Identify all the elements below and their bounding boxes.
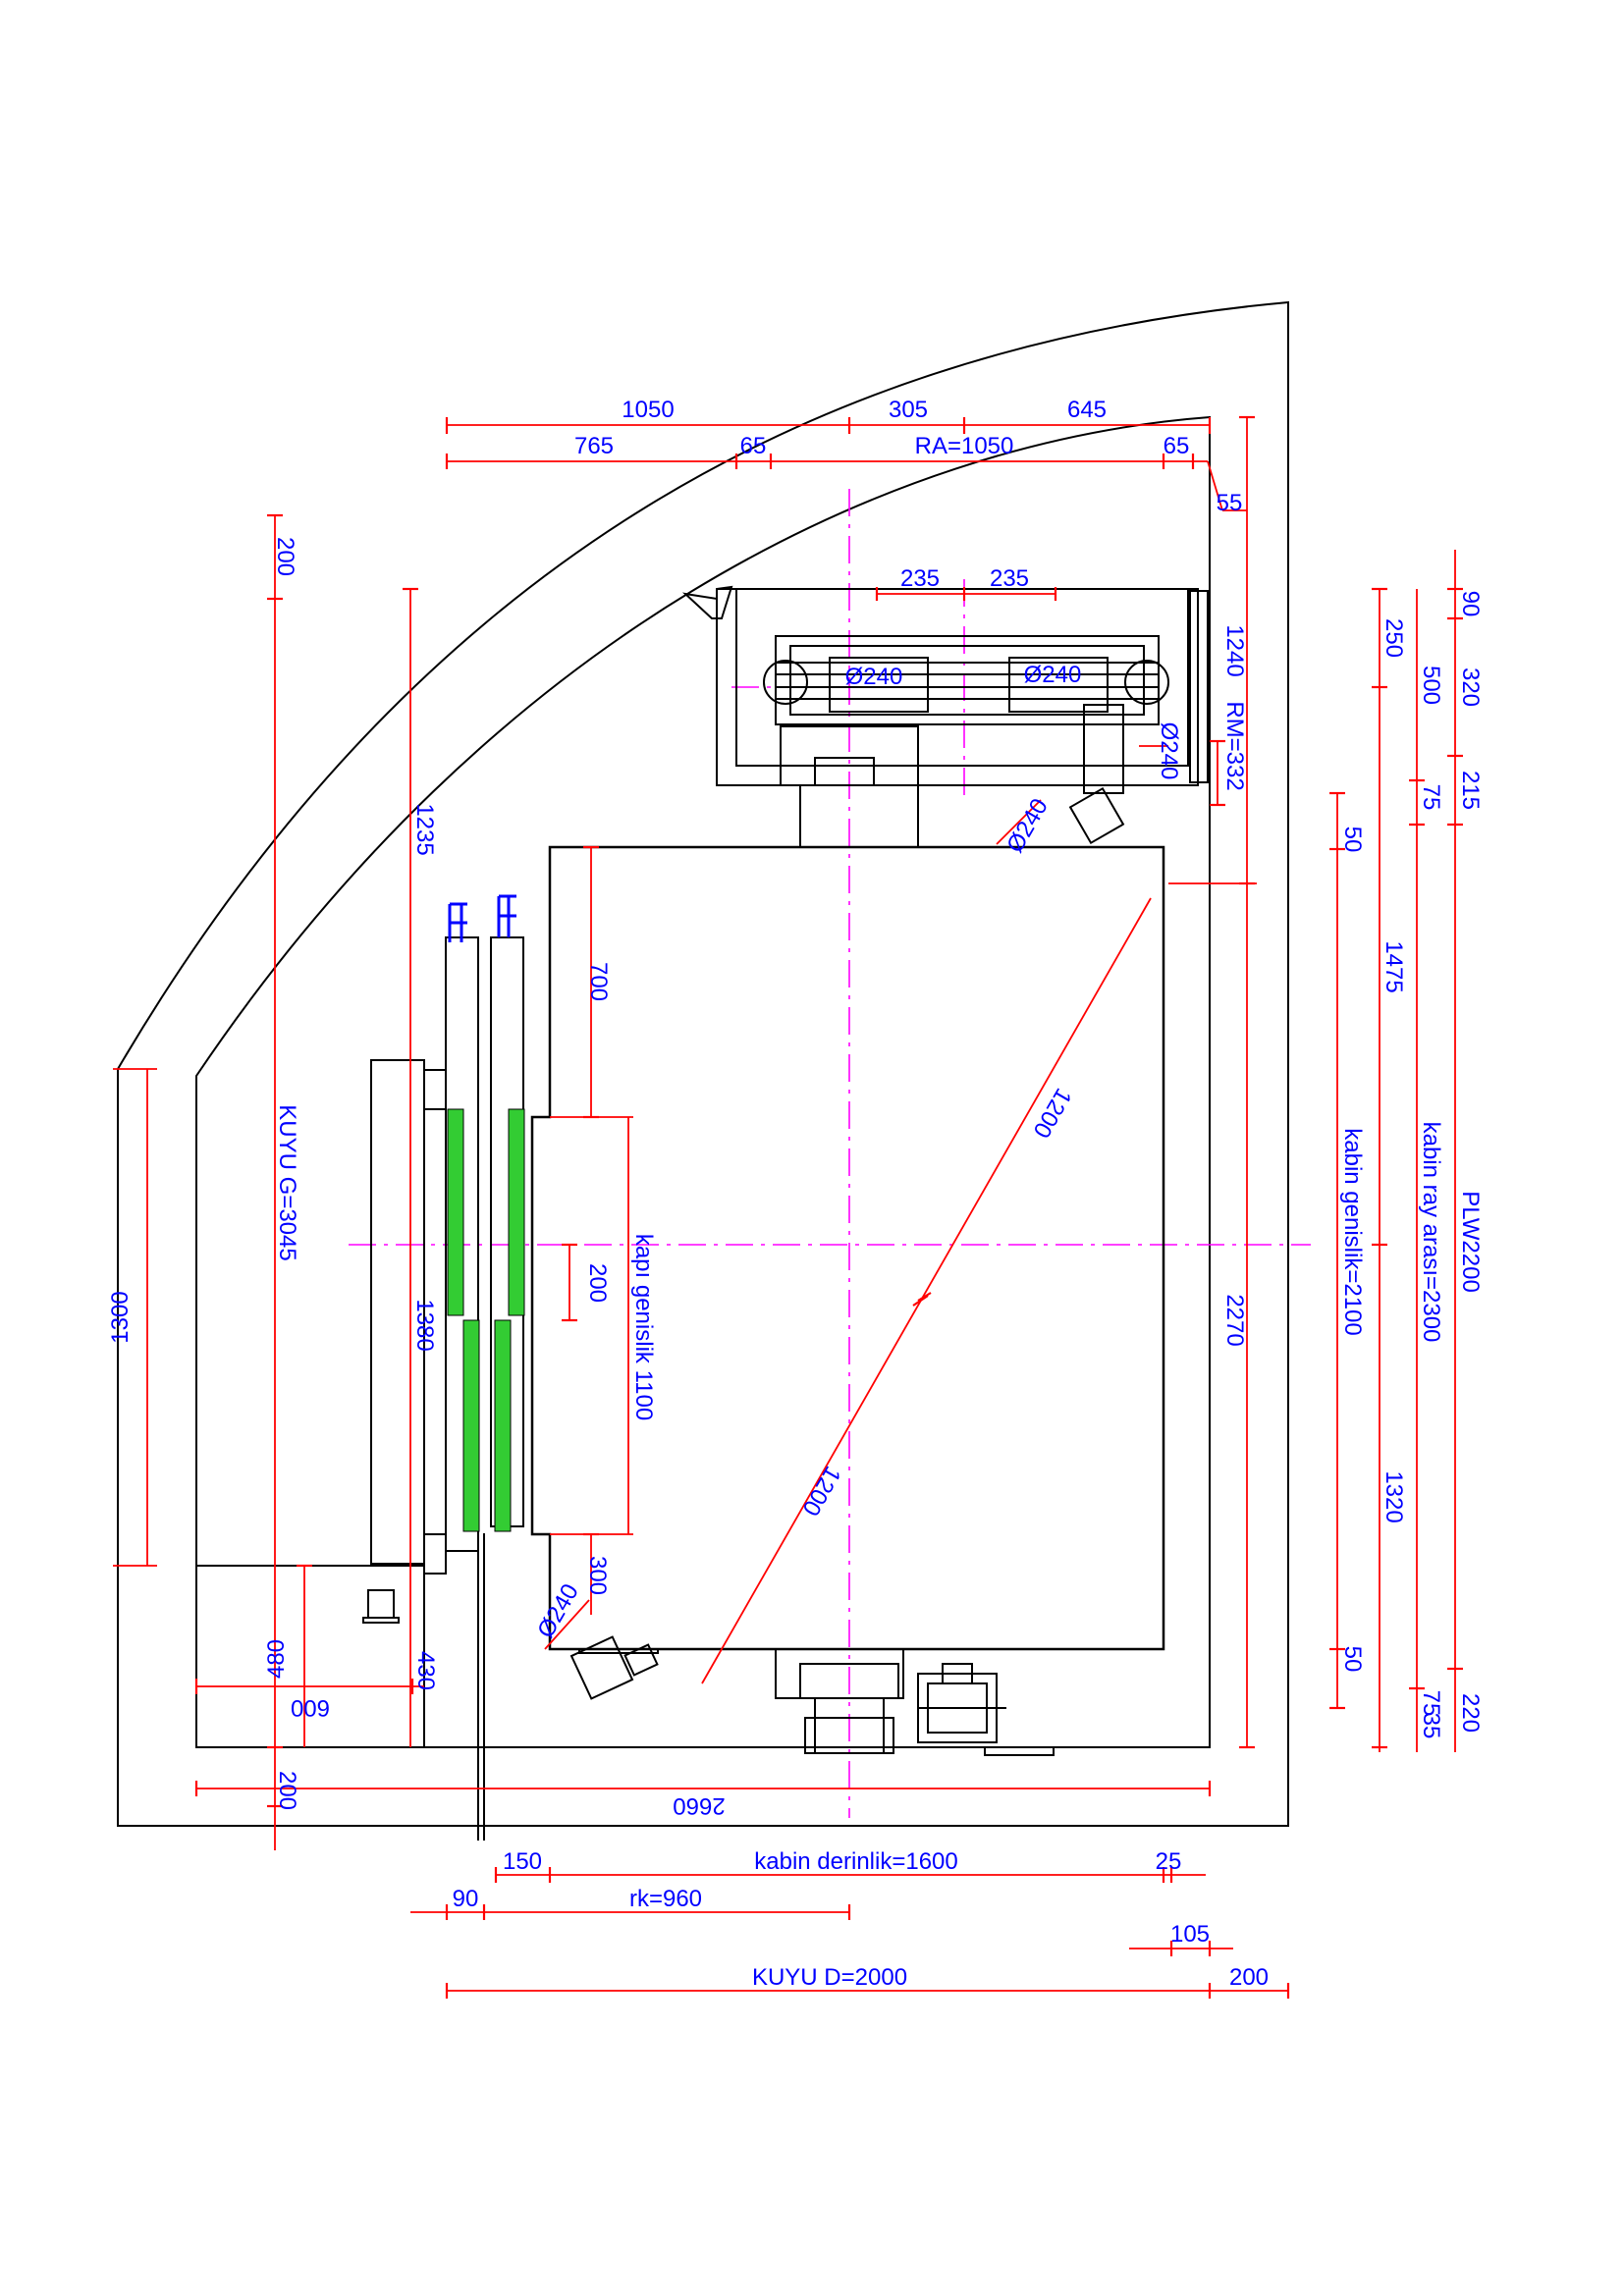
dim-pulley-a: Ø240 — [845, 664, 903, 690]
dim-kuyu-d: KUYU D=2000 — [752, 1964, 907, 1991]
dim-r-1320: 1320 — [1380, 1470, 1407, 1522]
dim-kapi-genislik: kapı genislik 1100 — [630, 1234, 657, 1420]
dim-kabin-ray: kabin ray arası=2300 — [1418, 1122, 1444, 1343]
dim-r-75b: 75 — [1418, 1690, 1444, 1717]
dim-700: 700 — [585, 962, 612, 1001]
dim-top-1050: 1050 — [622, 397, 674, 423]
dim-rk: rk=960 — [629, 1886, 702, 1912]
dim-r-500: 500 — [1418, 666, 1444, 705]
dim-top-65a: 65 — [740, 433, 767, 459]
dim-ra: RA=1050 — [915, 433, 1014, 459]
left-bottom-wall-block — [195, 1565, 1210, 1748]
dim-top-305: 305 — [889, 397, 928, 423]
dim-480: 480 — [263, 1639, 290, 1679]
dim-2270: 2270 — [1221, 1294, 1248, 1346]
dim-pulley-b: Ø240 — [1024, 662, 1082, 688]
dim-200-bottom: 200 — [274, 1771, 300, 1810]
dim-diag-a: 1200 — [1027, 1084, 1076, 1143]
dim-r-1475: 1475 — [1380, 940, 1407, 992]
dim-r-250: 250 — [1380, 618, 1407, 658]
counterweight-frame — [681, 585, 1209, 848]
dim-rail-235b: 235 — [990, 565, 1029, 592]
dim-r-50b: 50 — [1339, 1646, 1366, 1673]
dim-r-320: 320 — [1457, 667, 1484, 707]
dim-diag-b: 1200 — [796, 1462, 845, 1521]
dim-105: 105 — [1170, 1921, 1210, 1948]
dim-90: 90 — [453, 1886, 479, 1912]
dim-kabin-genislik: kabin genislik=2100 — [1339, 1128, 1366, 1336]
dimension-lines — [113, 415, 1463, 1999]
dim-2660: 2660 — [673, 1792, 725, 1819]
cabin — [530, 845, 1165, 1651]
landing-door-assembly — [370, 894, 525, 1841]
dim-200-right: 200 — [1229, 1964, 1269, 1991]
dim-r-35: 35 — [1418, 1713, 1444, 1739]
dim-kuyu-g: KUYU G=3045 — [274, 1104, 300, 1260]
dim-200-mid: 200 — [584, 1263, 611, 1303]
dim-top-645: 645 — [1067, 397, 1107, 423]
dim-top-765: 765 — [574, 433, 614, 459]
dim-150: 150 — [503, 1848, 542, 1875]
dim-rm: RM=332 — [1221, 701, 1248, 790]
dim-55: 55 — [1217, 490, 1243, 516]
dim-r-215: 215 — [1457, 771, 1484, 810]
dim-1300: 1300 — [107, 1291, 134, 1343]
dim-r-50a: 50 — [1339, 827, 1366, 853]
dim-1235: 1235 — [411, 803, 438, 855]
dim-plw: PLW2200 — [1457, 1191, 1484, 1293]
dim-r-75a: 75 — [1418, 784, 1444, 811]
dim-1380: 1380 — [411, 1299, 438, 1351]
dim-300: 300 — [584, 1556, 611, 1595]
dimension-texts: 1050 305 645 765 65 RA=1050 65 55 235 23… — [107, 397, 1484, 1991]
dim-600: 600 — [291, 1694, 330, 1721]
dim-pulley-c: Ø240 — [1156, 722, 1182, 780]
dim-pulley-e: Ø240 — [532, 1579, 584, 1642]
dim-430: 430 — [412, 1651, 439, 1690]
dim-r-220: 220 — [1457, 1693, 1484, 1733]
dim-25: 25 — [1156, 1848, 1182, 1875]
dim-rail-235a: 235 — [900, 565, 940, 592]
dim-kabin-derinlik: kabin derinlik=1600 — [754, 1848, 957, 1875]
dim-1240: 1240 — [1221, 624, 1248, 676]
dim-r-90: 90 — [1457, 591, 1484, 617]
dim-top-65b: 65 — [1164, 433, 1190, 459]
dim-200-top: 200 — [272, 537, 298, 576]
shaft-outer-wall — [117, 300, 1289, 1827]
cabin-bottom-mechanics — [362, 1589, 1055, 1756]
